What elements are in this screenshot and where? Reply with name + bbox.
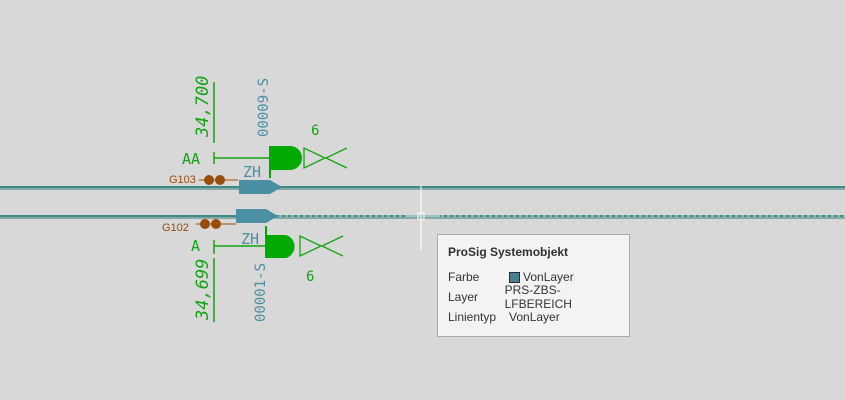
tooltip-row-color: Farbe VonLayer <box>448 267 619 287</box>
crosshair-cursor <box>405 186 440 250</box>
track-marker-g103-dot-1 <box>204 175 214 185</box>
tooltip-row-linetype: Linientyp VonLayer <box>448 307 619 327</box>
tooltip-row-layer: Layer PRS-ZBS-LFBEREICH <box>448 283 619 311</box>
signal-top-number: 6 <box>311 123 319 139</box>
signal-bottom-head[interactable] <box>266 235 295 258</box>
signal-top-zh-box[interactable] <box>239 180 282 194</box>
track-marker-g103-dot-2 <box>215 175 225 185</box>
tooltip-row-value: PRS-ZBS-LFBEREICH <box>504 283 572 311</box>
color-swatch-icon <box>509 271 520 283</box>
tooltip-title: ProSig Systemobjekt <box>448 245 569 259</box>
track-marker-g102: G102 <box>162 222 189 234</box>
track-marker-g102-dot-1 <box>200 219 210 229</box>
object-tooltip: ProSig Systemobjekt Farbe VonLayer Layer… <box>437 234 630 337</box>
signal-top-zh-label: ZH <box>243 163 261 181</box>
tooltip-row-key: Farbe <box>448 270 480 284</box>
tooltip-row-key: Layer <box>448 290 479 304</box>
tooltip-row-value: VonLayer <box>509 310 560 324</box>
signal-top-id-label: 00009-S <box>256 78 272 137</box>
signal-top-head[interactable] <box>270 146 302 170</box>
tooltip-row-value: VonLayer <box>523 270 574 284</box>
signal-bottom-zh-label: ZH <box>241 230 259 248</box>
signal-bottom-id-label: 00001-S <box>253 263 269 322</box>
signal-bottom[interactable]: G102 ZH A 6 34,699 00001-S <box>162 209 344 322</box>
track-upper[interactable] <box>0 186 845 190</box>
signal-bottom-number: 6 <box>306 269 314 285</box>
signal-bottom-km-label: 34,699 <box>193 259 213 321</box>
signal-bottom-name-label: A <box>191 237 200 255</box>
tooltip-row-key: Linientyp <box>448 310 497 324</box>
track-marker-g102-dot-2 <box>211 219 221 229</box>
signal-bottom-zh-box[interactable] <box>236 209 278 223</box>
track-marker-g103: G103 <box>169 174 196 186</box>
signal-top[interactable]: 34,700 00009-S 6 AA ZH G103 <box>169 76 348 194</box>
signal-top-km-label: 34,700 <box>193 76 213 138</box>
signal-top-name-label: AA <box>182 150 200 168</box>
